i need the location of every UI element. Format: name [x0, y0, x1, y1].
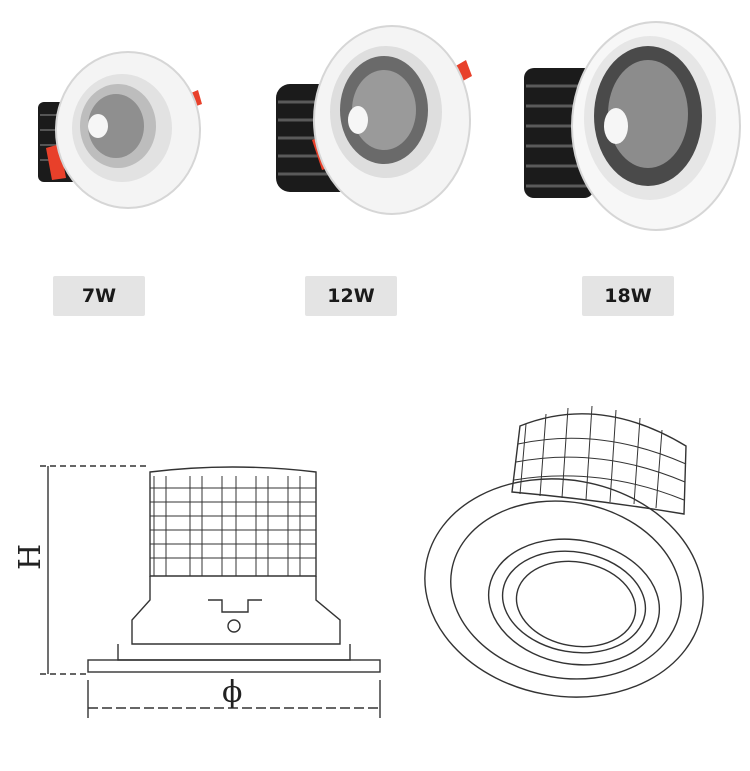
- wattage-badge-12w: 12W: [305, 276, 397, 316]
- wattage-badge-18w: 18W: [582, 276, 674, 316]
- product-18w-image: [524, 21, 741, 231]
- side-view-drawing: [40, 465, 381, 718]
- product-12w-image: [276, 25, 472, 215]
- height-dimension-label: H: [13, 544, 48, 570]
- wattage-badge-7w: 7W: [53, 276, 145, 316]
- technical-drawing: H ϕ: [13, 405, 704, 718]
- diameter-dimension-label: ϕ: [222, 675, 242, 710]
- perspective-view-drawing: [424, 405, 704, 698]
- product-7w-image: [38, 51, 202, 209]
